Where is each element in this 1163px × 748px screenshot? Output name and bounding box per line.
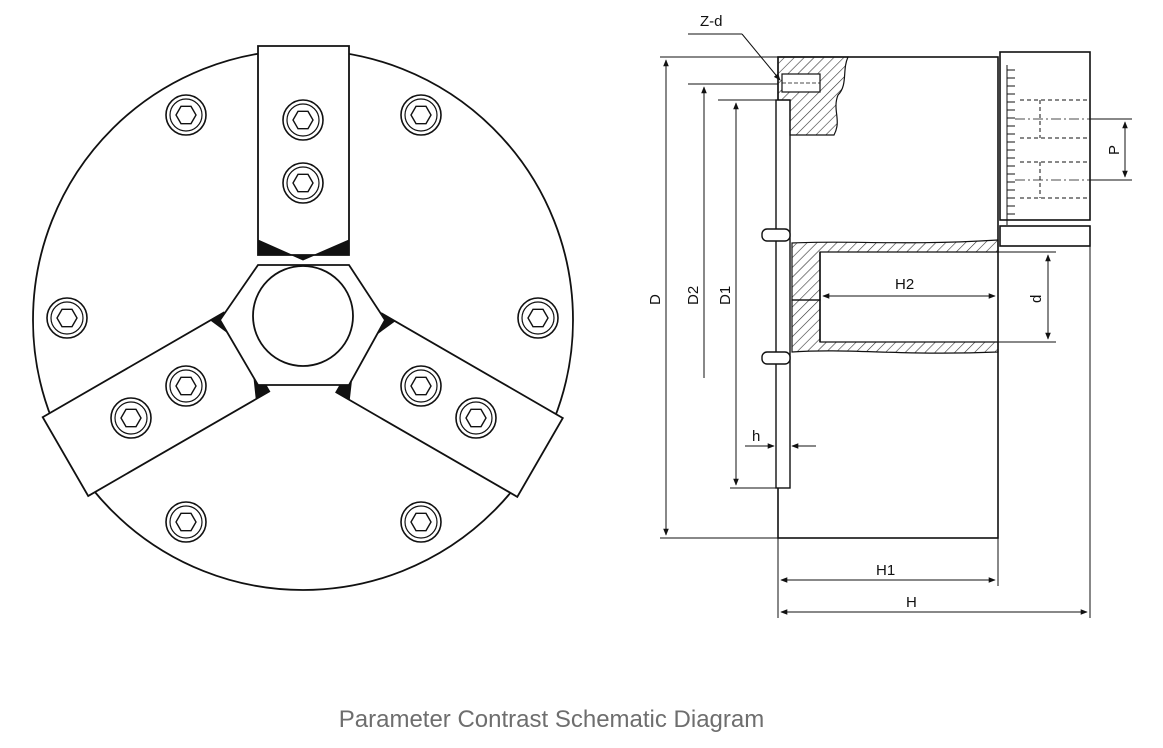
label-h: h [752,428,760,445]
label-zd: Z-d [700,13,723,30]
label-H1: H1 [876,562,895,579]
hatch-bore-upper [791,239,999,301]
label-d: d [1028,295,1045,303]
front-view [32,45,574,591]
label-D2: D2 [685,286,702,305]
jaw-center-lines [1015,118,1092,181]
jaw-serrations [1007,69,1015,215]
label-H: H [906,594,917,611]
dimension-lines [660,33,1132,618]
label-H2: H2 [895,276,914,293]
label-D: D [647,294,664,305]
diagram-caption: Parameter Contrast Schematic Diagram [338,706,765,733]
center-bore [252,265,354,367]
face-plate [775,99,791,489]
section-hatching [777,56,999,354]
label-D1: D1 [717,286,734,305]
jaw-block-side [999,51,1091,221]
hatch-bore-lower [791,299,999,354]
face-pins [761,228,791,365]
jaw-base-side [999,225,1091,247]
jaw-top [257,45,350,261]
label-P: P [1106,145,1123,155]
